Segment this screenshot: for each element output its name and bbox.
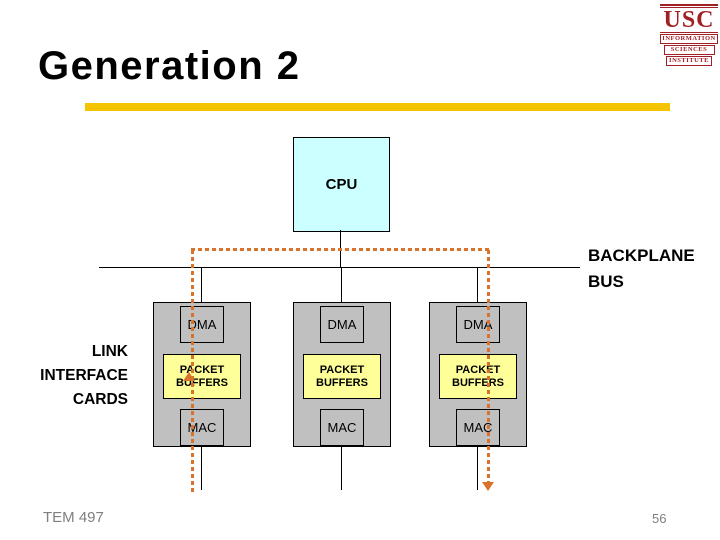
packet-path-down-segment [487, 250, 490, 483]
dma-label: DMA [187, 317, 217, 332]
dma-label: DMA [327, 317, 357, 332]
bus-card3-connector [477, 268, 478, 302]
logo-word-information: INFORMATION [660, 34, 718, 44]
bus-card1-connector [201, 268, 202, 302]
mac-label: MAC [463, 420, 493, 435]
slide-title: Generation 2 [38, 44, 301, 88]
bus-card2-connector [341, 268, 342, 302]
mac-label: MAC [187, 420, 217, 435]
slide-page-number: 56 [652, 511, 667, 526]
mac-label: MAC [327, 420, 357, 435]
bus-label-line2: BUS [588, 272, 624, 291]
card2-link-connector [341, 446, 342, 490]
packet-path-up-segment [191, 250, 194, 492]
packet-path-down-arrow-icon [482, 482, 494, 491]
logo-top-rule [660, 4, 718, 6]
usc-isi-logo: USC INFORMATION SCIENCES INSTITUTE [659, 4, 719, 66]
dma-box: DMA [456, 306, 500, 343]
logo-mid-rule [660, 32, 718, 33]
cards-label-line1: LINK [91, 343, 128, 360]
cpu-label: CPU [325, 176, 358, 193]
packet-path-up-arrow-icon [183, 372, 195, 381]
link-interface-cards-label: LINK INTERFACE CARDS [18, 340, 128, 412]
mac-box: MAC [456, 409, 500, 446]
cpu-box: CPU [293, 137, 390, 232]
logo-acronym: USC [663, 7, 715, 33]
logo-word-institute: INSTITUTE [666, 56, 712, 66]
mac-box: MAC [320, 409, 364, 446]
dma-label: DMA [463, 317, 493, 332]
cards-label-line3: CARDS [72, 391, 128, 408]
card3-link-connector [477, 446, 478, 490]
dma-box: DMA [320, 306, 364, 343]
cards-label-line2: INTERFACE [40, 367, 128, 384]
title-underline-bar [85, 103, 670, 111]
footer-course-label: TEM 497 [43, 509, 104, 526]
logo-top-rule-thin [660, 7, 718, 8]
dma-box: DMA [180, 306, 224, 343]
logo-word-sciences: SCIENCES [663, 45, 715, 55]
card1-link-connector [201, 446, 202, 490]
backplane-bus-label: BACKPLANE BUS [588, 243, 695, 295]
bus-label-line1: BACKPLANE [588, 246, 695, 265]
packet-path-bus-segment [191, 248, 490, 251]
mac-box: MAC [180, 409, 224, 446]
backplane-bus-line [99, 267, 580, 268]
